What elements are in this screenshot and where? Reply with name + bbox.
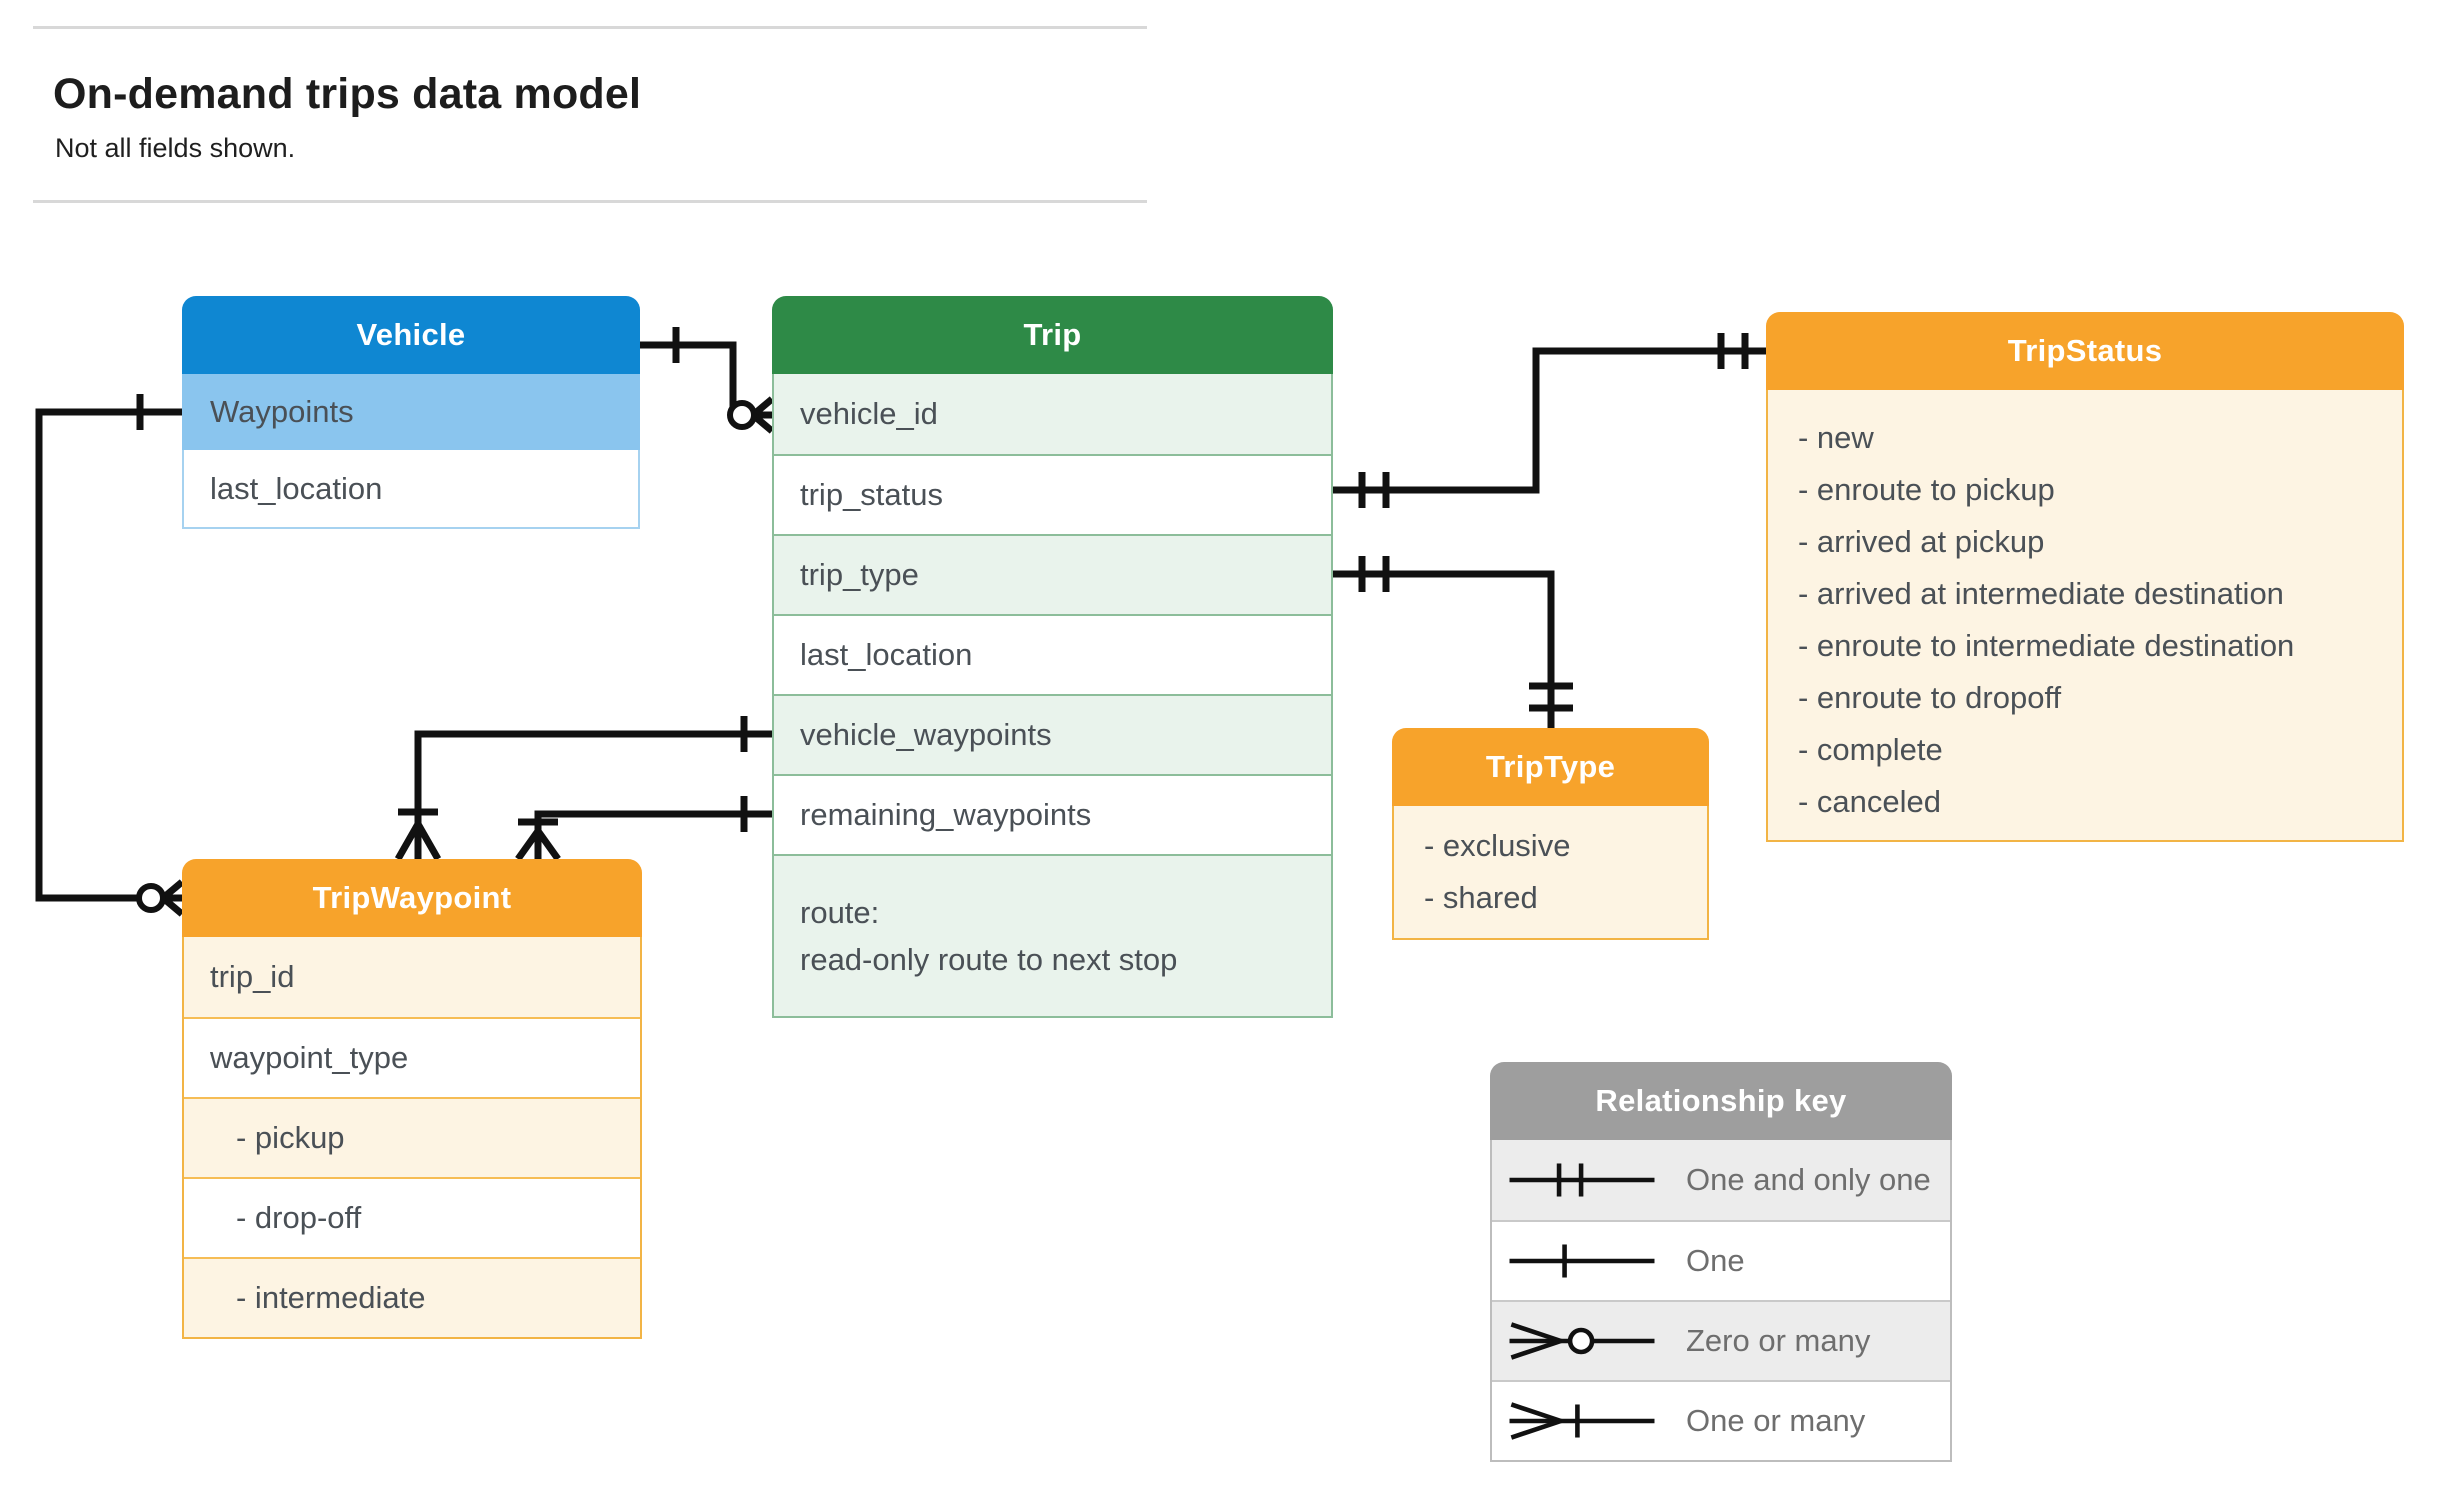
zero-or-many-symbol: [1509, 1322, 1655, 1360]
connector-vehicle-waypoints: [394, 716, 772, 861]
status-enroute-to-intermediate-destination: - enroute to intermediate destination: [1798, 628, 2295, 663]
connector-triptype: [1333, 556, 1573, 728]
key-label: One: [1686, 1243, 1745, 1278]
waypoint-intermediate: - intermediate: [184, 1257, 640, 1337]
entity-tripstatus-title: TripStatus: [1766, 312, 2404, 390]
one-and-only-one-symbol: [1509, 1163, 1655, 1197]
relationship-key: Relationship key One and only one One: [1490, 1062, 1952, 1462]
entity-tripstatus: TripStatus - new - enroute to pickup - a…: [1766, 312, 2404, 842]
header-divider: [33, 200, 1147, 203]
status-new: - new: [1798, 420, 1874, 455]
status-enroute-to-pickup: - enroute to pickup: [1798, 472, 2055, 507]
field-vehicle-id: vehicle_id: [774, 374, 1331, 454]
key-row-one-and-only-one: One and only one: [1492, 1140, 1950, 1220]
field-route-line2: read-only route to next stop: [800, 942, 1178, 977]
status-complete: - complete: [1798, 732, 1943, 767]
page-subtitle: Not all fields shown.: [55, 133, 296, 163]
field-waypoints: Waypoints: [182, 374, 640, 450]
field-waypoint-type: waypoint_type: [184, 1017, 640, 1097]
type-shared: - shared: [1424, 880, 1538, 915]
relationship-key-title: Relationship key: [1490, 1062, 1952, 1140]
key-row-zero-or-many: Zero or many: [1492, 1300, 1950, 1380]
field-route-line1: route:: [800, 895, 880, 930]
waypoint-pickup: - pickup: [184, 1097, 640, 1177]
entity-vehicle-title: Vehicle: [182, 296, 640, 374]
zero-circle: [136, 883, 166, 913]
one-or-many-symbol: [1509, 1402, 1655, 1440]
zero-circle: [727, 400, 757, 430]
type-exclusive: - exclusive: [1424, 828, 1571, 863]
field-remaining-waypoints: remaining_waypoints: [774, 774, 1331, 854]
entity-trip: Trip vehicle_id trip_status trip_type la…: [772, 296, 1333, 1018]
field-trip-status: trip_status: [774, 454, 1331, 534]
field-trip-type: trip_type: [774, 534, 1331, 614]
tripstatus-values: - new - enroute to pickup - arrived at p…: [1766, 390, 2404, 842]
entity-vehicle: Vehicle Waypoints last_location: [182, 296, 640, 529]
top-divider: [33, 26, 1147, 29]
waypoint-drop-off: - drop-off: [184, 1177, 640, 1257]
status-arrived-at-intermediate-destination: - arrived at intermediate destination: [1798, 576, 2284, 611]
triptype-values: - exclusive - shared: [1392, 806, 1709, 940]
status-enroute-to-dropoff: - enroute to dropoff: [1798, 680, 2062, 715]
entity-trip-title: Trip: [772, 296, 1333, 374]
status-arrived-at-pickup: - arrived at pickup: [1798, 524, 2045, 559]
entity-tripwaypoint-title: TripWaypoint: [182, 859, 642, 937]
key-label: One or many: [1686, 1403, 1866, 1438]
status-canceled: - canceled: [1798, 784, 1942, 819]
page-title: On-demand trips data model: [53, 70, 642, 118]
key-label: Zero or many: [1686, 1323, 1871, 1358]
field-vehicle-last-location: last_location: [184, 450, 638, 527]
connector-waypoints-tripwaypoint: [35, 394, 185, 917]
entity-triptype-title: TripType: [1392, 728, 1709, 806]
key-row-one-or-many: One or many: [1492, 1380, 1950, 1460]
connector-tripstatus: [1333, 333, 1766, 508]
field-trip-last-location: last_location: [774, 614, 1331, 694]
entity-tripwaypoint: TripWaypoint trip_id waypoint_type - pic…: [182, 859, 642, 1339]
connector-vehicle-trip: [640, 327, 775, 434]
field-trip-id: trip_id: [184, 937, 640, 1017]
connector-remaining-waypoints: [515, 796, 772, 862]
key-row-one: One: [1492, 1220, 1950, 1300]
one-symbol: [1509, 1244, 1655, 1278]
field-route: route: read-only route to next stop: [774, 854, 1331, 1016]
key-label: One and only one: [1686, 1162, 1931, 1197]
field-vehicle-waypoints: vehicle_waypoints: [774, 694, 1331, 774]
entity-triptype: TripType - exclusive - shared: [1392, 728, 1709, 940]
